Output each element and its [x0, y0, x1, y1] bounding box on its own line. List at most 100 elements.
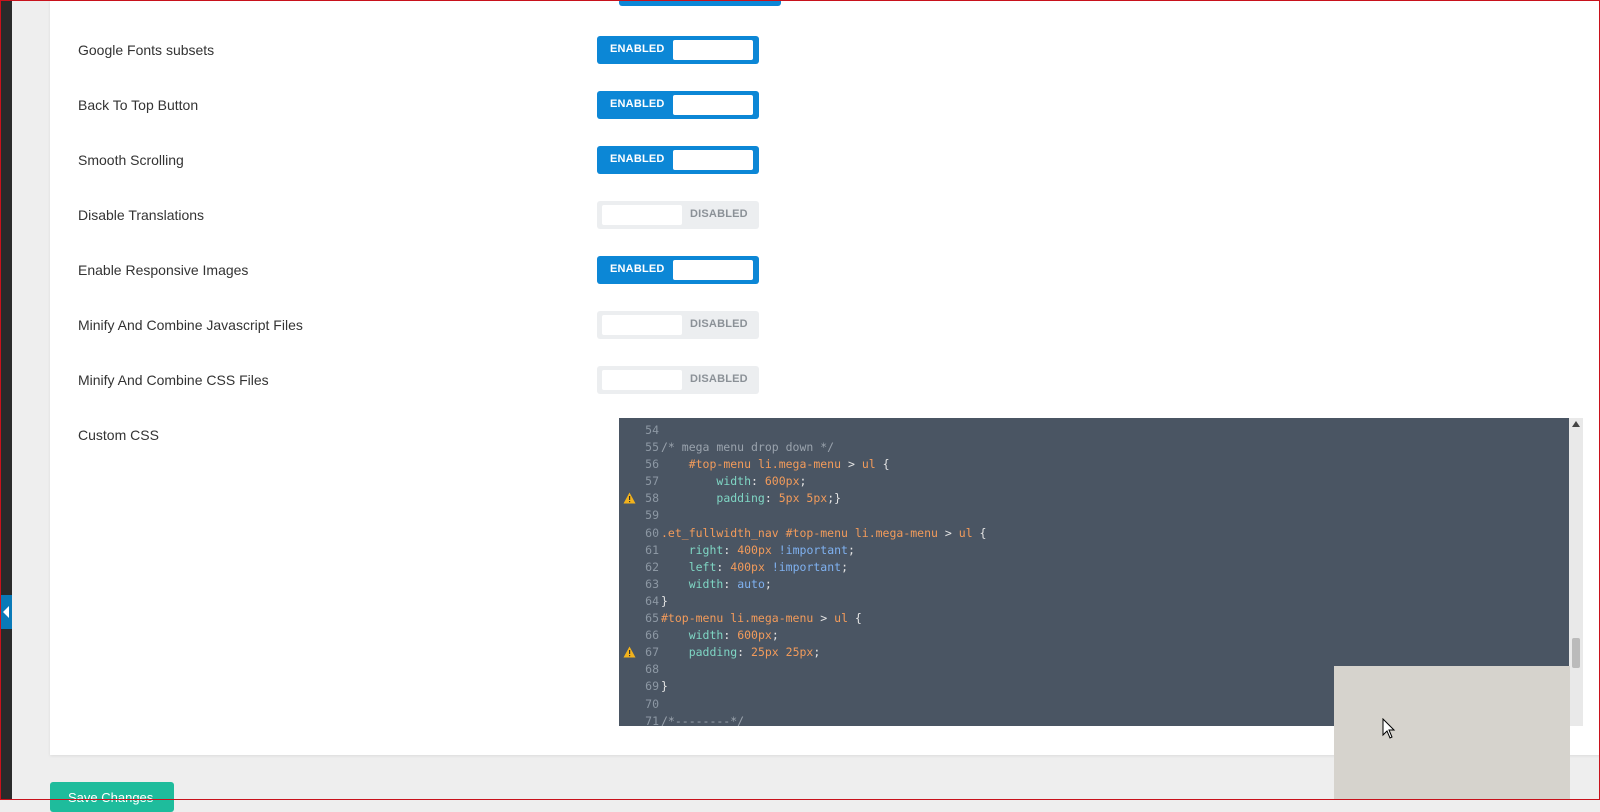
- toggle-disable-translations[interactable]: DISABLED: [597, 201, 759, 229]
- settings-panel: Google Fonts subsets ENABLED Back To Top…: [50, 0, 1600, 755]
- setting-label: Enable Responsive Images: [78, 262, 249, 278]
- setting-label: Minify And Combine Javascript Files: [78, 317, 303, 333]
- setting-label: Disable Translations: [78, 207, 205, 223]
- code-line[interactable]: 66 width: 600px;: [619, 627, 1569, 644]
- code-line[interactable]: 71/*--------*/: [619, 713, 1569, 726]
- toggle-knob: [602, 205, 682, 225]
- code-text: }: [661, 679, 668, 694]
- toggle-smooth-scrolling[interactable]: ENABLED: [597, 146, 759, 174]
- line-number: 59: [645, 508, 659, 523]
- setting-row-minify-js: Minify And Combine Javascript Files DISA…: [78, 311, 778, 341]
- code-text: width: 600px;: [688, 628, 779, 643]
- code-text: padding: 5px 5px;}: [716, 491, 842, 506]
- setting-row-responsive-images: Enable Responsive Images ENABLED: [78, 256, 778, 286]
- line-number: 68: [645, 662, 659, 677]
- line-number: 56: [645, 457, 659, 472]
- code-line[interactable]: 59: [619, 507, 1569, 524]
- line-number: 57: [645, 474, 659, 489]
- code-line[interactable]: 61 right: 400px !important;: [619, 542, 1569, 559]
- code-text: width: auto;: [688, 576, 772, 591]
- code-text: .et_fullwidth_nav #top-menu li.mega-menu…: [661, 525, 987, 540]
- setting-row-smooth-scrolling: Smooth Scrolling ENABLED: [78, 146, 778, 176]
- scroll-up-arrow-icon[interactable]: [1572, 421, 1580, 427]
- toggle-state-text: DISABLED: [690, 208, 748, 220]
- setting-label: Minify And Combine CSS Files: [78, 372, 269, 388]
- code-line[interactable]: 69}: [619, 678, 1569, 695]
- setting-row-google-fonts-subsets: Google Fonts subsets ENABLED: [78, 36, 778, 66]
- line-number: 69: [645, 679, 659, 694]
- code-line[interactable]: 65#top-menu li.mega-menu > ul {: [619, 610, 1569, 627]
- code-line[interactable]: 60.et_fullwidth_nav #top-menu li.mega-me…: [619, 525, 1569, 542]
- scroll-thumb[interactable]: [1572, 638, 1580, 668]
- code-line[interactable]: 63 width: auto;: [619, 576, 1569, 593]
- setting-row-custom-css: Custom CSS: [78, 421, 778, 451]
- code-line[interactable]: 64}: [619, 593, 1569, 610]
- setting-label: Back To Top Button: [78, 97, 199, 113]
- code-line[interactable]: 68: [619, 661, 1569, 678]
- editor-lines: 54 55/* mega menu drop down */56 #top-men…: [619, 422, 1569, 726]
- overlay-panel: [1334, 666, 1570, 800]
- code-text: right: 400px !important;: [688, 542, 855, 557]
- line-number: 66: [645, 628, 659, 643]
- toggle-minify-js[interactable]: DISABLED: [597, 311, 759, 339]
- toggle-knob: [602, 315, 682, 335]
- mouse-pointer-icon: [1382, 718, 1396, 739]
- setting-row-disable-translations: Disable Translations DISABLED: [78, 201, 778, 231]
- toggle-knob: [673, 150, 753, 170]
- line-number: 55: [645, 440, 659, 455]
- toggle-knob: [673, 260, 753, 280]
- line-number: 67: [645, 645, 659, 660]
- line-number: 71: [645, 713, 659, 726]
- code-text: width: 600px;: [716, 474, 807, 489]
- collapse-handle[interactable]: [0, 595, 12, 629]
- warning-icon: [623, 492, 636, 504]
- toggle-knob: [673, 95, 753, 115]
- toggle-state-text: DISABLED: [690, 373, 748, 385]
- toggle-google-fonts-subsets[interactable]: ENABLED: [597, 36, 759, 64]
- code-line[interactable]: 62 left: 400px !important;: [619, 559, 1569, 576]
- warning-icon: [623, 646, 636, 658]
- save-changes-button[interactable]: Save Changes: [50, 782, 174, 812]
- setting-label: Google Fonts subsets: [78, 42, 215, 58]
- toggle-state-text: ENABLED: [610, 98, 665, 110]
- code-line[interactable]: 54: [619, 422, 1569, 439]
- line-number: 62: [645, 559, 659, 574]
- line-number: 63: [645, 576, 659, 591]
- line-number: 65: [645, 611, 659, 626]
- code-text: padding: 25px 25px;: [688, 645, 821, 660]
- setting-label: Smooth Scrolling: [78, 152, 184, 168]
- toggle-state-text: DISABLED: [690, 318, 748, 330]
- line-number: 61: [645, 542, 659, 557]
- line-number: 60: [645, 525, 659, 540]
- editor-scrollbar[interactable]: [1569, 418, 1583, 726]
- line-number: 58: [645, 491, 659, 506]
- code-line[interactable]: 70: [619, 696, 1569, 713]
- custom-css-label: Custom CSS: [78, 427, 159, 443]
- toggle-partial-top[interactable]: [619, 0, 781, 6]
- code-text: /* mega menu drop down */: [661, 440, 835, 455]
- line-number: 64: [645, 593, 659, 608]
- save-button-label: Save Changes: [68, 790, 154, 805]
- toggle-responsive-images[interactable]: ENABLED: [597, 256, 759, 284]
- toggle-knob: [602, 370, 682, 390]
- line-number: 54: [645, 423, 659, 437]
- toggle-knob: [673, 40, 753, 60]
- toggle-state-text: ENABLED: [610, 263, 665, 275]
- toggle-state-text: ENABLED: [610, 43, 665, 55]
- setting-row-back-to-top: Back To Top Button ENABLED: [78, 91, 778, 121]
- code-line[interactable]: 67 padding: 25px 25px;: [619, 644, 1569, 661]
- code-text: left: 400px !important;: [688, 559, 849, 574]
- toggle-minify-css[interactable]: DISABLED: [597, 366, 759, 394]
- code-text: /*--------*/: [661, 713, 745, 726]
- code-text: #top-menu li.mega-menu > ul {: [688, 457, 890, 472]
- code-line[interactable]: 57 width: 600px;: [619, 473, 1569, 490]
- side-strip: [0, 0, 12, 800]
- code-text: }: [661, 593, 668, 608]
- code-line[interactable]: 55/* mega menu drop down */: [619, 439, 1569, 456]
- toggle-back-to-top[interactable]: ENABLED: [597, 91, 759, 119]
- line-number: 70: [645, 696, 659, 711]
- code-line[interactable]: 56 #top-menu li.mega-menu > ul {: [619, 456, 1569, 473]
- code-line[interactable]: 58 padding: 5px 5px;}: [619, 490, 1569, 507]
- setting-row-minify-css: Minify And Combine CSS Files DISABLED: [78, 366, 778, 396]
- code-text: #top-menu li.mega-menu > ul {: [661, 611, 862, 626]
